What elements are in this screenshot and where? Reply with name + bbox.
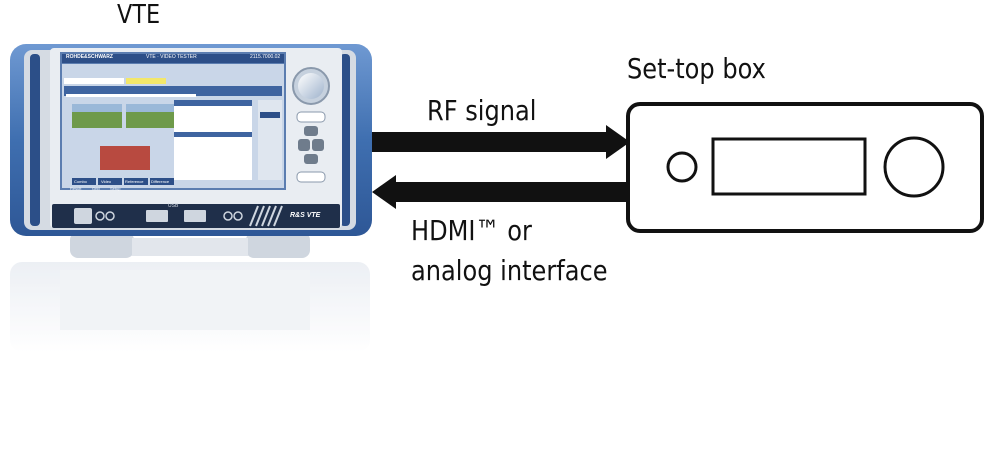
device-feet (70, 232, 310, 258)
screen-tab-result: Result (70, 186, 82, 191)
set-top-box (626, 102, 984, 233)
screen-tab-setup: Setup (110, 186, 121, 191)
screen-button-difference: Difference (151, 179, 170, 184)
vte-device (10, 44, 372, 236)
device-usb-label: USB (168, 203, 179, 209)
device-model: 2115.7000.02 (250, 54, 281, 60)
stb-display (711, 137, 867, 196)
screen-button-reference: Reference (125, 179, 144, 184)
rf-signal-label: RF signal (427, 94, 537, 127)
stb-led (666, 151, 698, 183)
rf-signal-arrow (372, 125, 630, 159)
device-brand: ROHDE&SCHWARZ (66, 54, 113, 60)
hdmi-return-arrow (372, 175, 630, 209)
device-product: VTE · VIDEO TESTER (146, 54, 197, 60)
hdmi-label-line1: HDMI™ or (411, 214, 532, 247)
device-logo: R&S VTE (290, 212, 321, 219)
set-top-box-label: Set-top box (627, 52, 766, 85)
screen-button-combo: Combo (74, 179, 87, 184)
screen-button-video: Video (101, 179, 112, 184)
device-reflection (10, 262, 370, 352)
device-label: VTE (117, 0, 161, 30)
screen-tab-grid: Grid (92, 186, 100, 191)
stb-knob (883, 136, 945, 198)
hdmi-label-line2: analog interface (411, 254, 608, 287)
